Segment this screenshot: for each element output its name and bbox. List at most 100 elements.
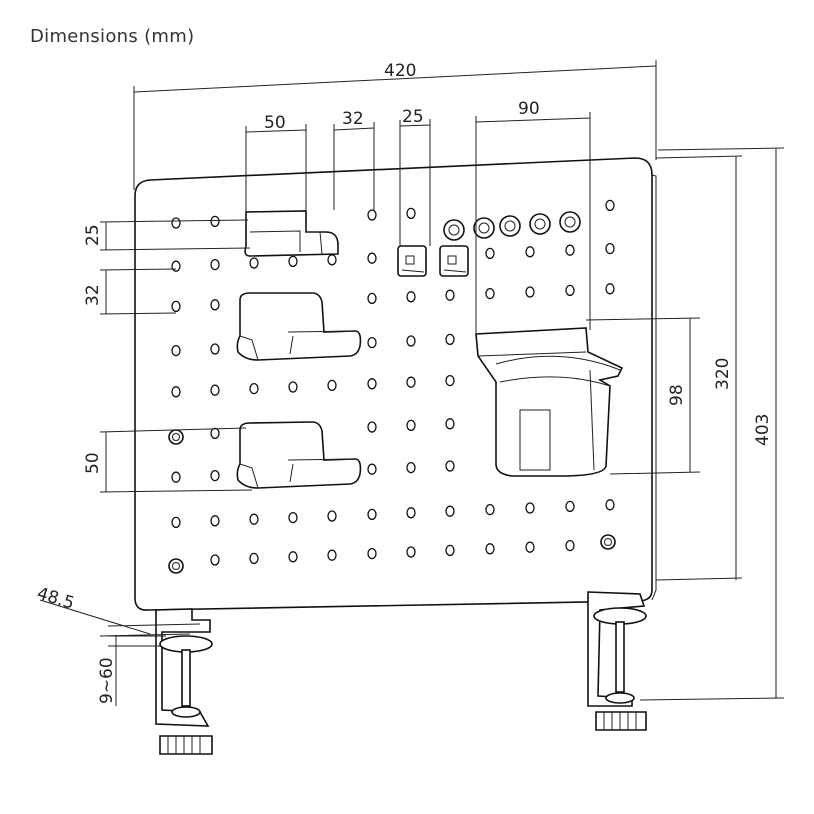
- mount-screws: [168, 429, 616, 574]
- dim-panel-height: 320: [713, 358, 733, 390]
- peg-hole: [406, 291, 416, 303]
- clamp-left: [155, 608, 213, 755]
- peg-hole: [485, 247, 495, 260]
- peg-hole: [445, 418, 455, 430]
- peg-hole: [249, 552, 259, 565]
- peg-hole: [565, 244, 575, 256]
- dim-hole-spacing-v: 32: [83, 284, 103, 306]
- dim-overall-height: 403: [753, 414, 773, 446]
- peg: [499, 215, 521, 237]
- peg-hole: [485, 543, 495, 555]
- peg-hole: [406, 419, 416, 432]
- peg-hole: [249, 257, 259, 269]
- peg-hole: [406, 461, 416, 474]
- peg-hole: [327, 254, 337, 266]
- peg-hole: [171, 300, 181, 313]
- peg-hole: [171, 344, 181, 357]
- peg-hole: [249, 382, 259, 395]
- peg-hole: [605, 499, 615, 511]
- peg-hole: [565, 500, 575, 513]
- peg-hole: [288, 381, 298, 393]
- peg-hole: [288, 255, 298, 268]
- peg-hole: [171, 260, 181, 272]
- peg-hole: [525, 246, 535, 258]
- peg-hole: [249, 513, 259, 525]
- peg-hole: [210, 427, 220, 440]
- peg-cap: [534, 218, 546, 230]
- peg: [529, 213, 551, 235]
- peg-hole: [327, 510, 337, 522]
- peg-hole: [367, 463, 377, 475]
- peg-hole: [406, 546, 416, 558]
- clamp-right: [587, 591, 647, 731]
- peg-hole: [367, 378, 377, 390]
- peg-hole: [565, 284, 575, 297]
- peg-hole: [210, 554, 220, 566]
- peg-hole: [605, 242, 615, 255]
- peg: [473, 217, 495, 239]
- phone-shelf-lower: [236, 421, 362, 489]
- peg-hole: [445, 333, 455, 346]
- peg-hole: [605, 199, 615, 212]
- dim-cup-holder-width: 90: [518, 99, 540, 119]
- peg-hole: [525, 541, 535, 553]
- peg-hole: [406, 376, 416, 388]
- peg-hole: [367, 336, 377, 349]
- peg-hole: [327, 549, 337, 561]
- peg-hole: [210, 299, 220, 311]
- peg-hole: [367, 252, 377, 264]
- peg-hole: [210, 469, 220, 482]
- peg-hole: [367, 292, 377, 305]
- peg-hole: [445, 544, 455, 557]
- cup-holder: [475, 327, 624, 477]
- peg-cap: [448, 224, 460, 236]
- peg-hole: [288, 511, 298, 524]
- peg-hole: [406, 207, 416, 220]
- peg-hole: [288, 551, 298, 563]
- peg-hole: [605, 283, 615, 295]
- dim-cup-holder-height: 98: [667, 384, 687, 406]
- peg-hole: [565, 539, 575, 552]
- cable-clip-tray: [244, 210, 339, 257]
- dim-row-spacing-small: 25: [83, 224, 103, 246]
- peg-hole: [525, 502, 535, 514]
- peg-hole: [367, 209, 377, 221]
- peg-cap: [564, 216, 576, 228]
- peg-hole: [445, 374, 455, 387]
- peg-hole: [171, 516, 181, 529]
- peg-hole: [210, 515, 220, 527]
- peg-hole: [445, 505, 455, 517]
- dimension-lines: 420 50 32 25 90 25 32 50 98 320 403: [35, 60, 785, 706]
- peg-hole: [406, 507, 416, 519]
- peg-hole: [171, 471, 181, 483]
- peg-hole: [406, 335, 416, 347]
- dim-clamp-depth: 48.5: [35, 584, 77, 614]
- dim-clamp-range: 9~60: [97, 657, 117, 704]
- dim-shelf-depth: 50: [83, 452, 103, 474]
- peg-hole: [210, 258, 220, 271]
- dim-hole-spacing-h: 32: [342, 109, 364, 129]
- peg-hole: [485, 287, 495, 300]
- peg-hole: [485, 503, 495, 516]
- pegs: [443, 211, 581, 241]
- peg-hole: [327, 379, 337, 392]
- peg-hole: [210, 343, 220, 355]
- diagram-title: Dimensions (mm): [30, 26, 195, 47]
- peg: [559, 211, 581, 233]
- peg-hole: [171, 217, 181, 229]
- peg-hole: [367, 421, 377, 433]
- peg: [443, 219, 465, 241]
- peg-hole: [525, 286, 535, 298]
- peg-hole: [445, 289, 455, 301]
- peg-hole: [445, 460, 455, 472]
- dim-overall-width: 420: [384, 61, 416, 81]
- peg-hole: [367, 547, 377, 560]
- peg-hole: [210, 215, 220, 228]
- peg-hole: [210, 384, 220, 396]
- dim-hook-width: 25: [402, 107, 424, 127]
- peg-hole: [367, 508, 377, 521]
- peg-cap: [504, 220, 516, 232]
- peg-cap: [478, 222, 490, 234]
- phone-shelf-upper: [236, 292, 362, 361]
